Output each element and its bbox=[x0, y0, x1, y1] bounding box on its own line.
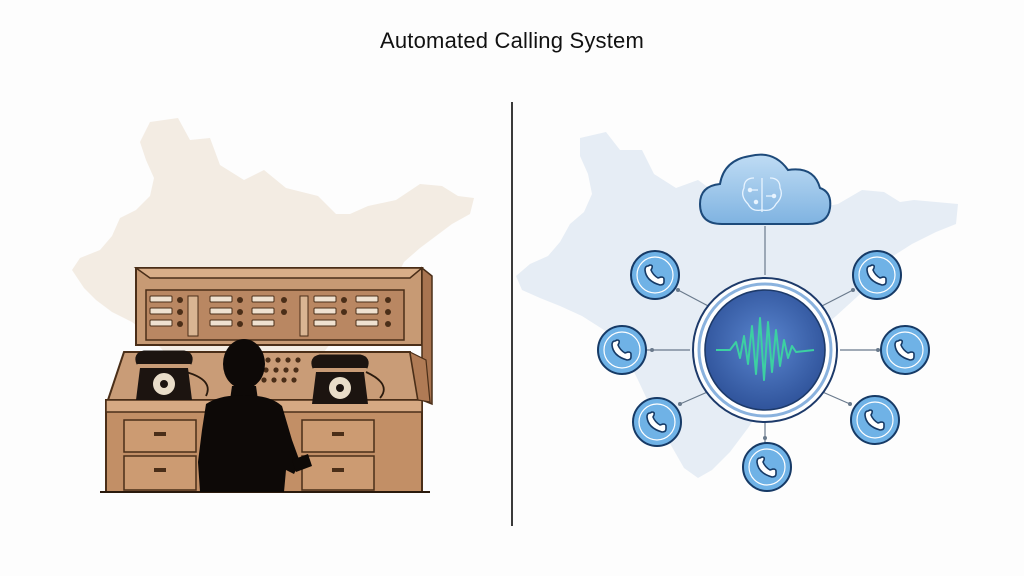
switchboard-console bbox=[100, 266, 433, 493]
phone-node-top-left bbox=[630, 250, 680, 300]
cloud-ai-icon bbox=[698, 153, 832, 225]
switch-module-left bbox=[149, 295, 199, 337]
switch-module-right bbox=[299, 295, 391, 337]
keypad bbox=[261, 357, 301, 383]
phone-node-top-right bbox=[852, 250, 902, 300]
switch-module-mid bbox=[209, 295, 287, 327]
phone-node-bottom-left bbox=[632, 397, 682, 447]
right-scene bbox=[516, 132, 958, 492]
center-divider bbox=[511, 102, 513, 526]
desk-drawer-left bbox=[123, 419, 197, 491]
waveform-hub bbox=[692, 277, 838, 423]
phone-node-bottom-right bbox=[850, 395, 900, 445]
rotary-phone-icon bbox=[135, 350, 193, 400]
operator-silhouette bbox=[198, 339, 312, 492]
phone-node-bottom bbox=[742, 442, 792, 492]
waveform-line bbox=[716, 317, 815, 381]
phone-node-mid-right bbox=[880, 325, 930, 375]
desk-drawer-right bbox=[301, 419, 375, 491]
left-scene bbox=[72, 118, 474, 493]
rotary-phone-icon bbox=[311, 354, 369, 404]
phone-node-mid-left bbox=[597, 325, 647, 375]
brain-circuit-icon bbox=[742, 177, 782, 212]
diagram-title: Automated Calling System bbox=[379, 28, 645, 53]
